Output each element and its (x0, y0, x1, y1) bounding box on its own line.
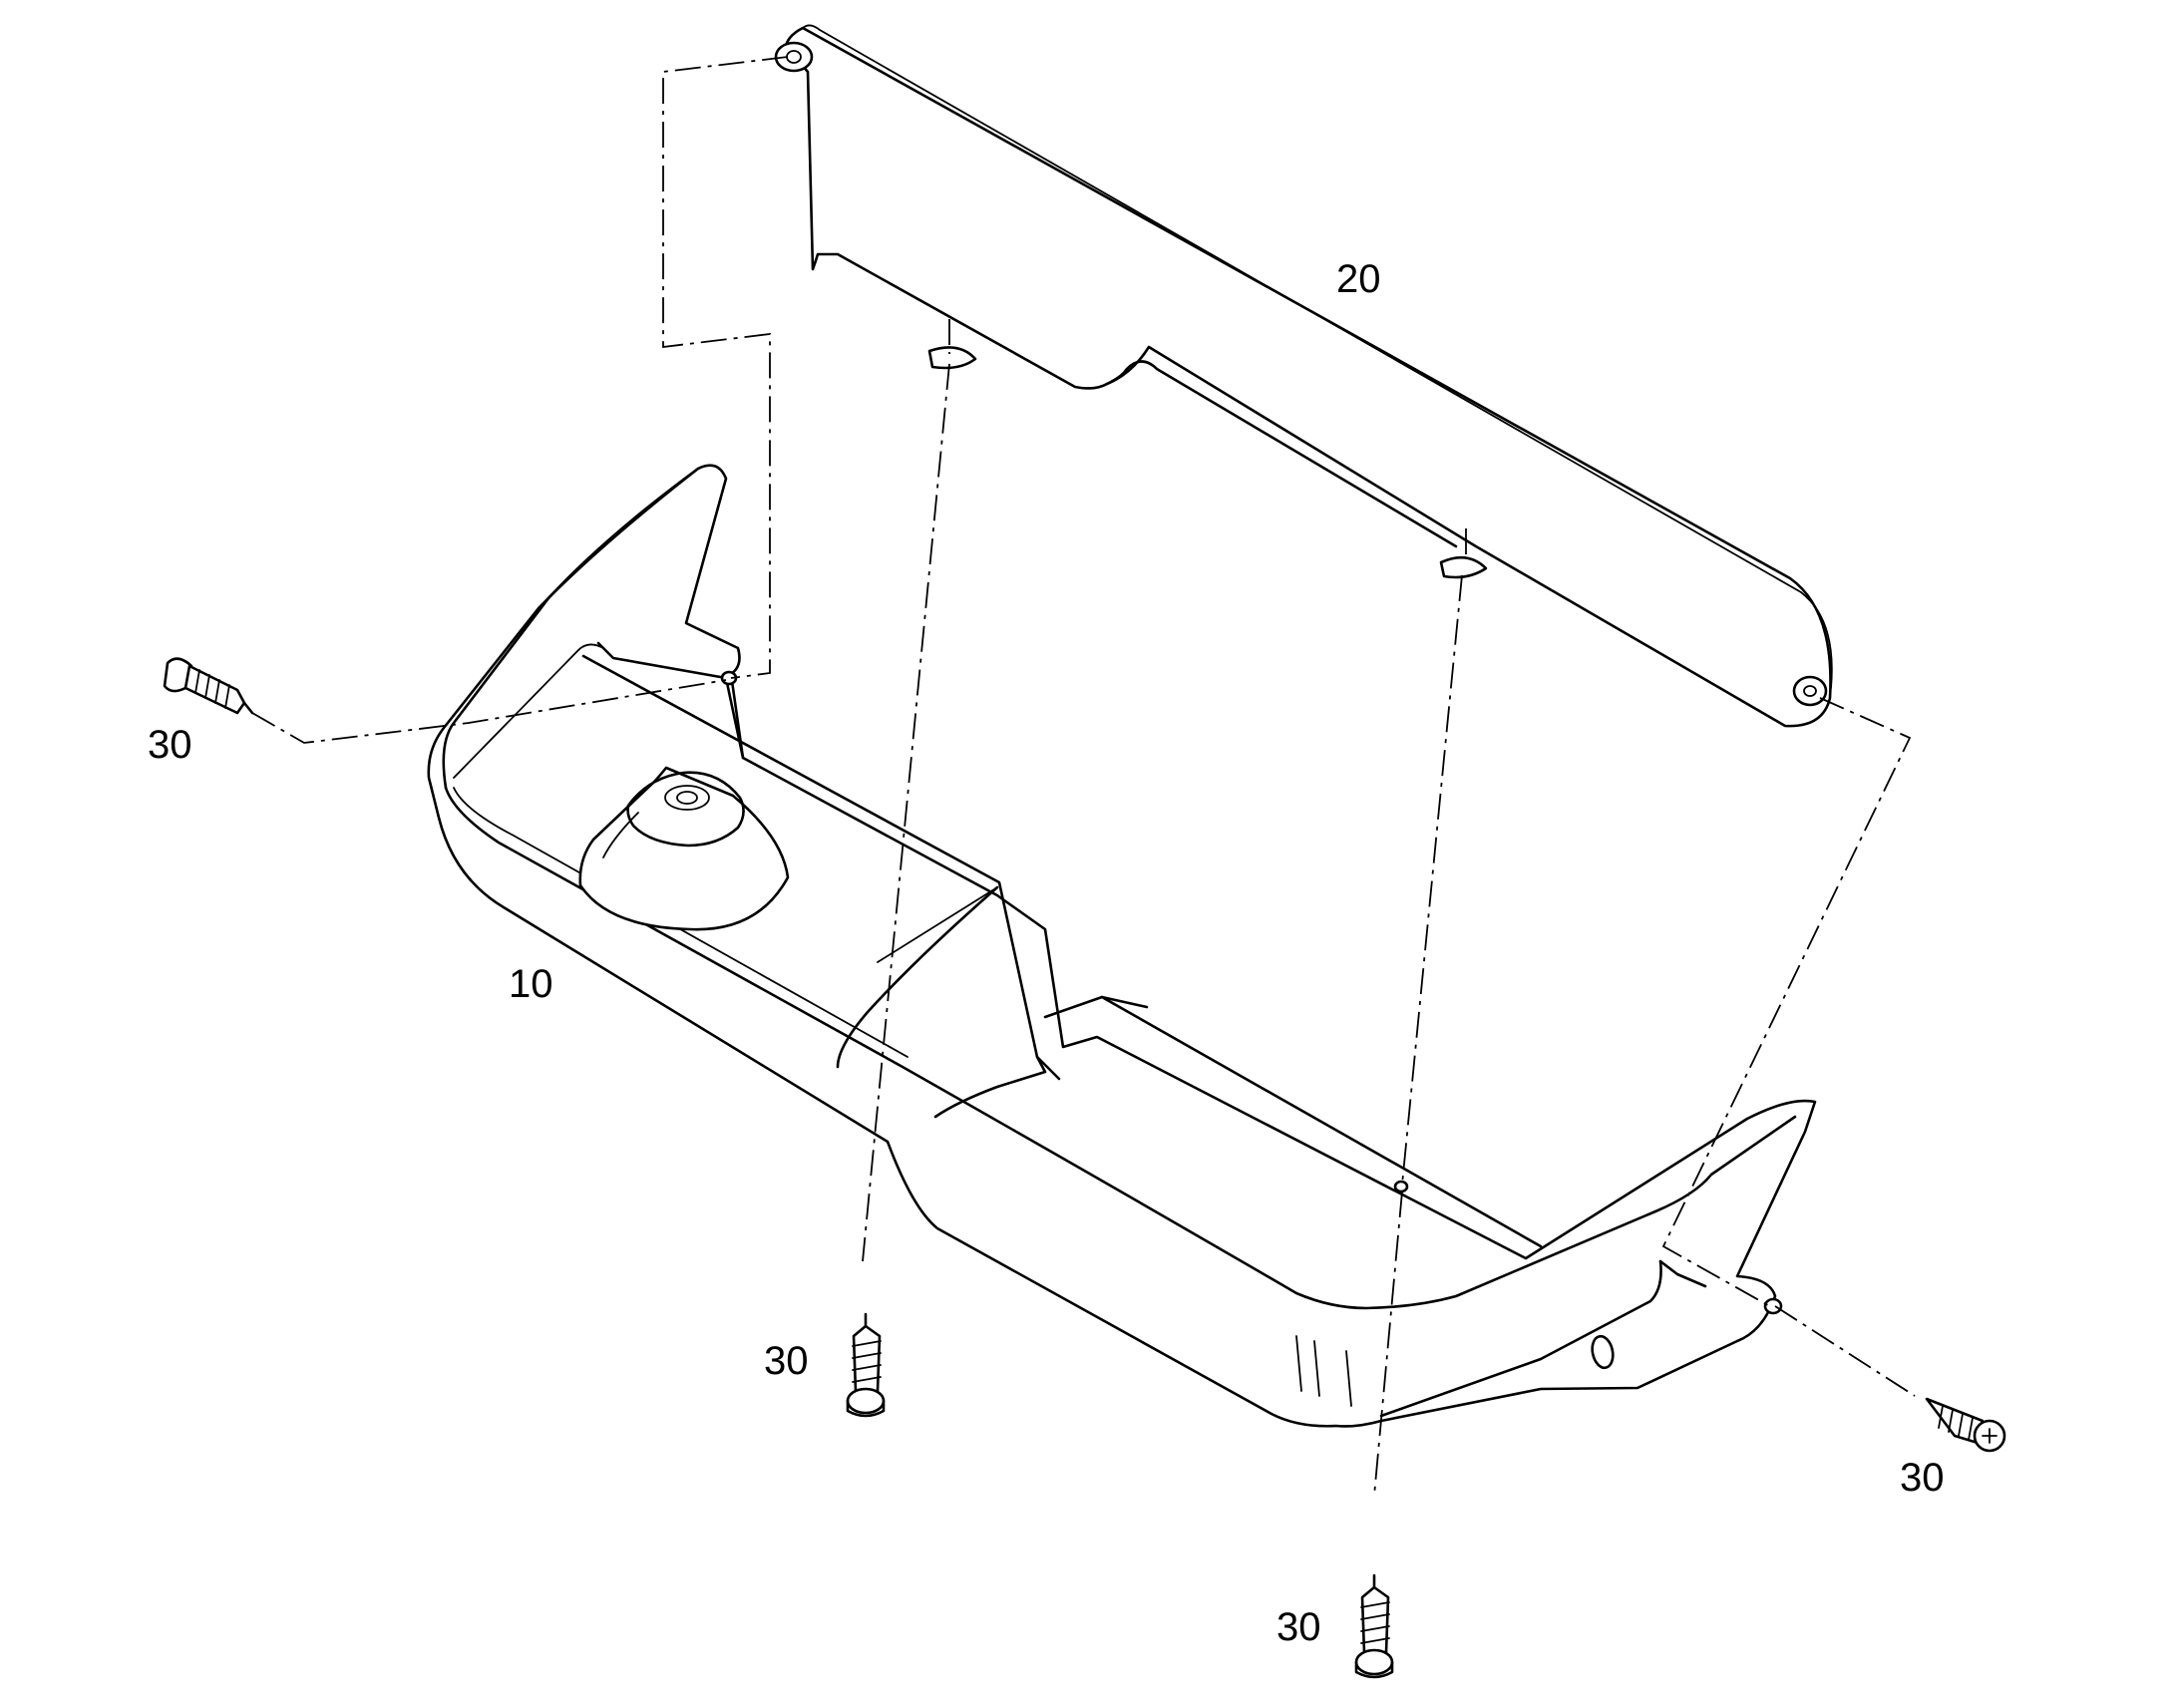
screw-right (1925, 1397, 2006, 1453)
tab-hole-top-left (774, 41, 814, 73)
label-part-10: 10 (509, 962, 553, 1006)
screw-bottom-left (846, 1312, 886, 1418)
part-10-tray (427, 464, 1817, 1428)
label-screw-bottom-center: 30 (1276, 1605, 1321, 1649)
tab-center-left (927, 346, 977, 370)
screw-bottom-center (1354, 1573, 1394, 1679)
part-20-cover-plate (774, 24, 1833, 728)
label-part-20: 20 (1336, 257, 1381, 301)
tab-center-right (1439, 555, 1488, 579)
label-screw-right: 30 (1900, 1456, 1945, 1500)
label-screw-left: 30 (148, 723, 192, 767)
screw-left (163, 657, 254, 715)
tray-center-hole (1393, 1180, 1409, 1194)
tab-hole-right (1792, 675, 1828, 707)
label-screw-bottom-left: 30 (764, 1339, 809, 1383)
assembly-lines (251, 56, 1916, 1497)
tray-right-hole (1763, 1297, 1783, 1315)
tray-front-hole (1591, 1334, 1615, 1370)
